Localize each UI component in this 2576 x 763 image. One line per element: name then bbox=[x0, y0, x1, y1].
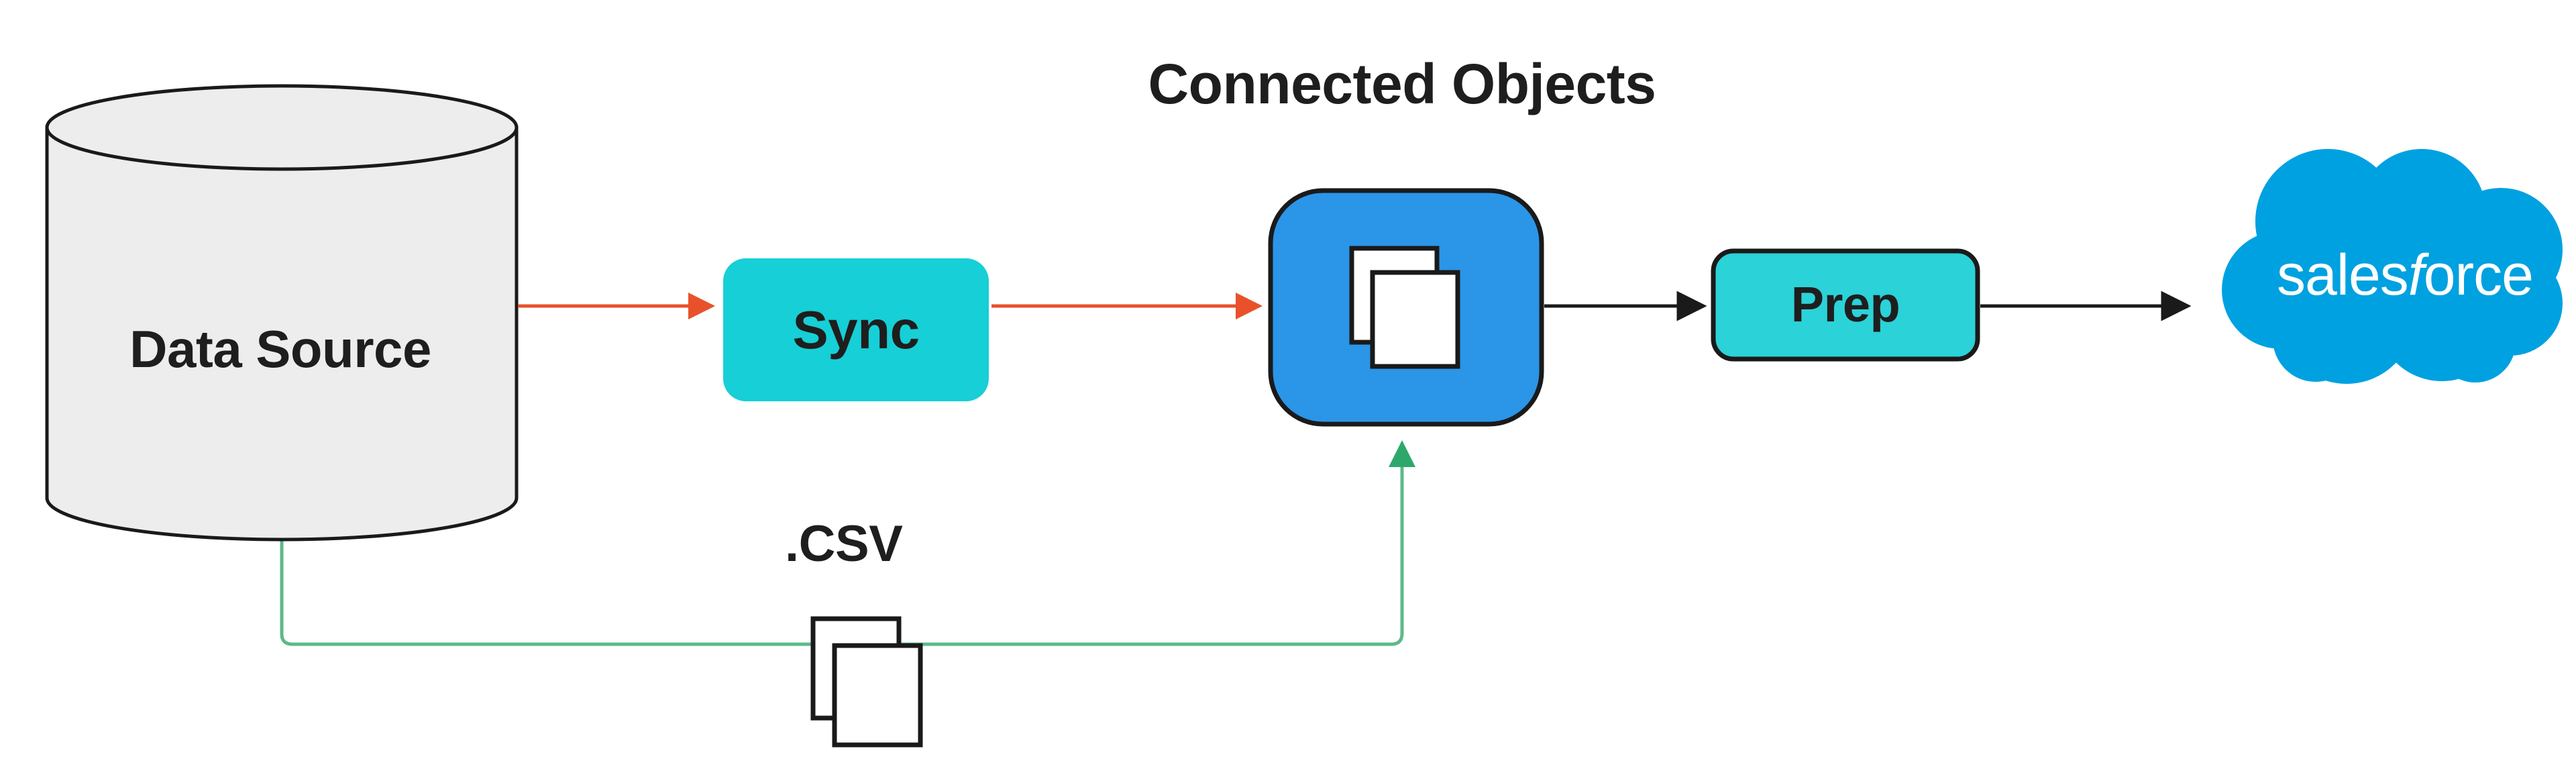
node-label-csv: .CSV bbox=[785, 515, 903, 572]
page-title: Connected Objects bbox=[1148, 52, 1656, 115]
node-label-sync: Sync bbox=[792, 299, 920, 360]
salesforce-wordmark-part-3: orce bbox=[2423, 242, 2534, 307]
stacked-documents-icon bbox=[1349, 246, 1460, 369]
salesforce-wordmark-part-1: sales bbox=[2277, 242, 2409, 307]
csv-stacked-documents-icon bbox=[810, 616, 923, 748]
node-label-data-source: Data Source bbox=[129, 319, 431, 378]
salesforce-wordmark-part-2: f bbox=[2408, 242, 2424, 307]
node-connected-objects[interactable] bbox=[1268, 188, 1544, 427]
node-label-prep: Prep bbox=[1790, 276, 1900, 332]
